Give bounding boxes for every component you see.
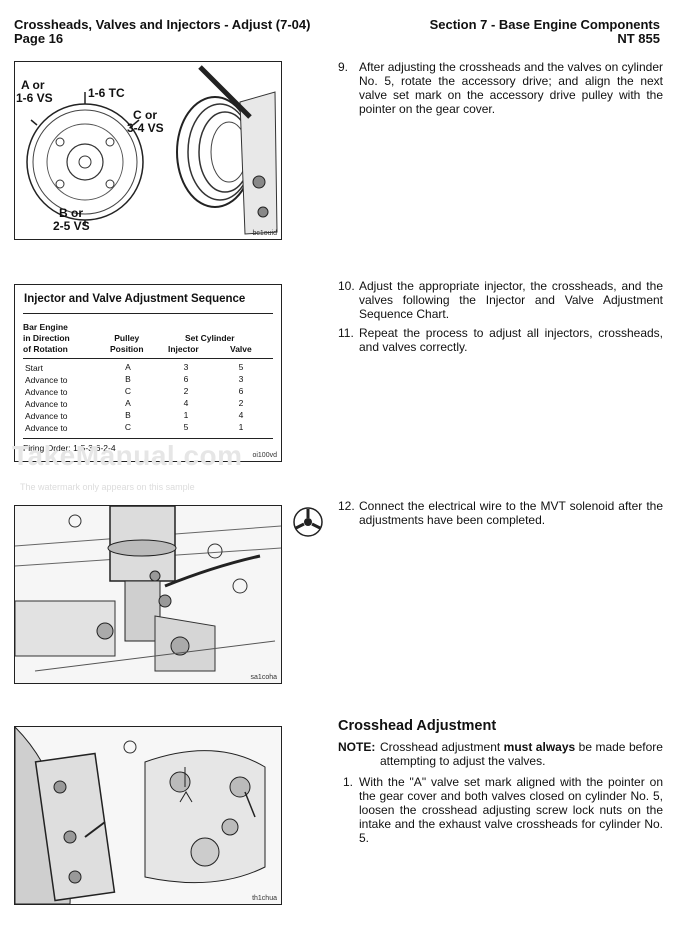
col-header-rotation: Bar Engine in Direction of Rotation: [23, 322, 70, 354]
pulley-figure: A or 1-6 VS 1-6 TC C or 3-4 VS B or 2-5 …: [14, 61, 282, 240]
col-header-injector: Injector: [168, 344, 199, 354]
step-text: Adjust the appropriate injector, the cro…: [359, 279, 663, 321]
figure-code: bc1ouid: [252, 230, 277, 237]
caution-icon: [292, 506, 324, 538]
table-row: Advance to C 5 1: [25, 422, 244, 433]
table-divider: [23, 438, 273, 439]
label-b: B or: [59, 206, 83, 220]
firing-order: Firing Order: 1-5-3-6-2-4: [23, 443, 116, 453]
model-name: NT 855: [617, 31, 660, 46]
section-title: Section 7 - Base Engine Components: [429, 17, 660, 32]
figure-code: th1chua: [252, 895, 277, 902]
label-c-vs: 3-4 VS: [127, 121, 164, 135]
label-a: A or: [21, 78, 45, 92]
label-b-vs: 2-5 VS: [53, 219, 90, 233]
table-row: Advance to A 4 2: [25, 398, 244, 409]
step-11: 11. Repeat the process to adjust all inj…: [338, 326, 663, 354]
header-title: Crossheads, Valves and Injectors - Adjus…: [14, 17, 311, 32]
crosshead-figure: th1chua: [14, 726, 282, 905]
label-a-vs: 1-6 VS: [16, 91, 53, 105]
step-1: 1. With the "A" valve set mark aligned w…: [343, 775, 663, 845]
page-number: Page 16: [14, 31, 64, 46]
table-divider: [23, 358, 273, 359]
table-row: Advance to B 1 4: [25, 410, 244, 421]
col-header-pulley: Pulley Position: [110, 333, 144, 354]
step-number: 10.: [338, 279, 355, 293]
watermark-note: The watermark only appears on this sampl…: [20, 482, 195, 492]
adjustment-sequence-table: Injector and Valve Adjustment Sequence B…: [14, 284, 282, 462]
solenoid-illustration: [15, 506, 281, 683]
col-header-set-cylinder: Set Cylinder: [185, 333, 235, 343]
label-c: C or: [133, 108, 157, 122]
note-block: NOTE: Crosshead adjustment must always b…: [338, 740, 663, 768]
table-title: Injector and Valve Adjustment Sequence: [24, 293, 246, 305]
crosshead-illustration: [15, 727, 281, 904]
watermark-brand: TakeManual.com: [12, 440, 243, 471]
table-row: Advance to C 2 6: [25, 386, 244, 397]
step-10: 10. Adjust the appropriate injector, the…: [338, 279, 663, 321]
step-number: 1.: [343, 775, 354, 789]
note-text: Crosshead adjustment must always be made…: [380, 740, 663, 768]
table-code: oi100vd: [252, 452, 277, 459]
table-row: Start A 3 5: [25, 362, 244, 373]
step-9: 9. After adjusting the crossheads and th…: [338, 60, 663, 116]
solenoid-figure: sa1coha: [14, 505, 282, 684]
col-header-valve: Valve: [230, 344, 252, 354]
step-text: With the "A" valve set mark aligned with…: [359, 775, 663, 845]
table-row: Advance to B 6 3: [25, 374, 244, 385]
step-12: 12. Connect the electrical wire to the M…: [338, 499, 663, 527]
step-text: Repeat the process to adjust all injecto…: [359, 326, 663, 354]
section-heading: Crosshead Adjustment: [338, 718, 497, 734]
table-divider: [23, 313, 273, 314]
figure-code: sa1coha: [250, 674, 277, 681]
label-tc: 1-6 TC: [88, 86, 125, 100]
step-number: 11.: [338, 326, 354, 340]
step-number: 9.: [338, 60, 349, 74]
note-label: NOTE:: [338, 740, 376, 754]
step-text: Connect the electrical wire to the MVT s…: [359, 499, 663, 527]
step-number: 12.: [338, 499, 355, 513]
step-text: After adjusting the crossheads and the v…: [359, 60, 663, 116]
pulley-illustration: [26, 65, 278, 235]
